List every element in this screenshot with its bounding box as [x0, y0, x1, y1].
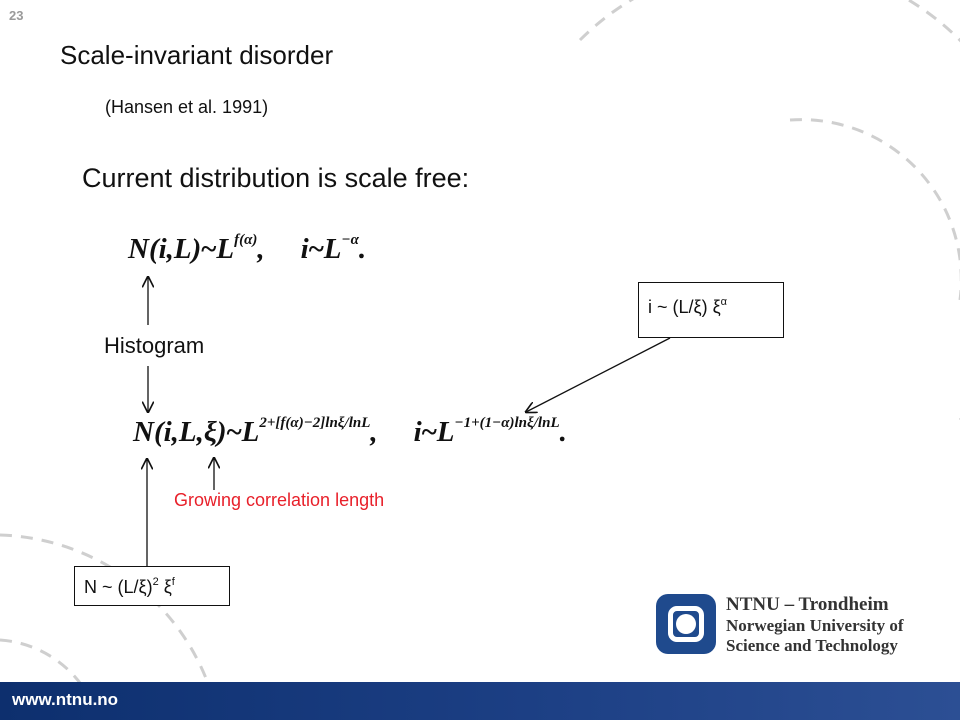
histogram-label: Histogram [104, 333, 205, 358]
eq2-right-lhs: i [413, 416, 422, 448]
equation-correlation-length: N(i,L,ξ)~L2+[f(α)−2]lnξ/lnL,i~L−1+(1−α)l… [133, 415, 567, 449]
logo-line-3: Science and Technology [726, 636, 898, 655]
eq2-end: . [559, 416, 567, 448]
eq1-right-lhs: i [300, 233, 309, 265]
eq1-tilde: ~ [201, 233, 217, 265]
eq2-right-tilde: ~ [421, 416, 437, 448]
box-i-superscript: α [720, 296, 727, 308]
eq1-lhs: N(i,L) [128, 233, 202, 265]
eq2-base: L [241, 416, 260, 448]
eq2-separator: , [370, 416, 378, 448]
eq2-right-exponent: −1+(1−α)lnξ/lnL [454, 415, 560, 431]
box-n-superscript-2: f [171, 576, 175, 588]
footer-url[interactable]: www.ntnu.no [12, 690, 119, 709]
ntnu-logo: NTNU – Trondheim Norwegian University of… [656, 592, 936, 658]
ntnu-logo-text: NTNU – Trondheim Norwegian University of… [726, 594, 904, 656]
slide-number: 23 [9, 8, 24, 23]
eq2-lhs: N(i,L,ξ) [133, 416, 227, 448]
eq2-exponent: 2+[f(α)−2]lnξ/lnL [259, 415, 371, 431]
eq2-tilde: ~ [226, 416, 242, 448]
slide-title: Scale-invariant disorder [60, 40, 334, 70]
growing-correlation-label: Growing correlation length [174, 490, 385, 510]
eq2-right-base: L [436, 416, 455, 448]
eq1-separator: , [257, 233, 265, 265]
eq1-right-base: L [323, 233, 342, 265]
equation-scale-free: N(i,L)~Lf(α),i~L−α. [128, 232, 366, 266]
citation: (Hansen et al. 1991) [105, 97, 269, 117]
current-scaling-box: i ~ (L/ξ) ξα [638, 282, 784, 338]
box-n-superscript-1: 2 [152, 576, 159, 588]
logo-line-1: NTNU – Trondheim [726, 594, 889, 615]
eq1-right-tilde: ~ [308, 233, 324, 265]
eq1-exponent: f(α) [234, 232, 258, 248]
box-n-text: N ~ (L/ξ) [84, 577, 153, 597]
count-scaling-box: N ~ (L/ξ)2 ξf [74, 566, 230, 606]
eq1-right-exponent: −α [341, 232, 359, 248]
logo-line-2: Norwegian University of [726, 616, 904, 635]
ntnu-logo-icon [656, 594, 716, 654]
footer-bar: www.ntnu.no [0, 682, 960, 720]
section-heading: Current distribution is scale free: [82, 163, 470, 193]
box-n-middle: ξ [158, 577, 172, 597]
box-i-text: i ~ (L/ξ) ξ [648, 297, 721, 317]
arrow-box-to-current [526, 337, 671, 412]
eq1-end: . [358, 233, 367, 265]
eq1-base: L [216, 233, 235, 265]
